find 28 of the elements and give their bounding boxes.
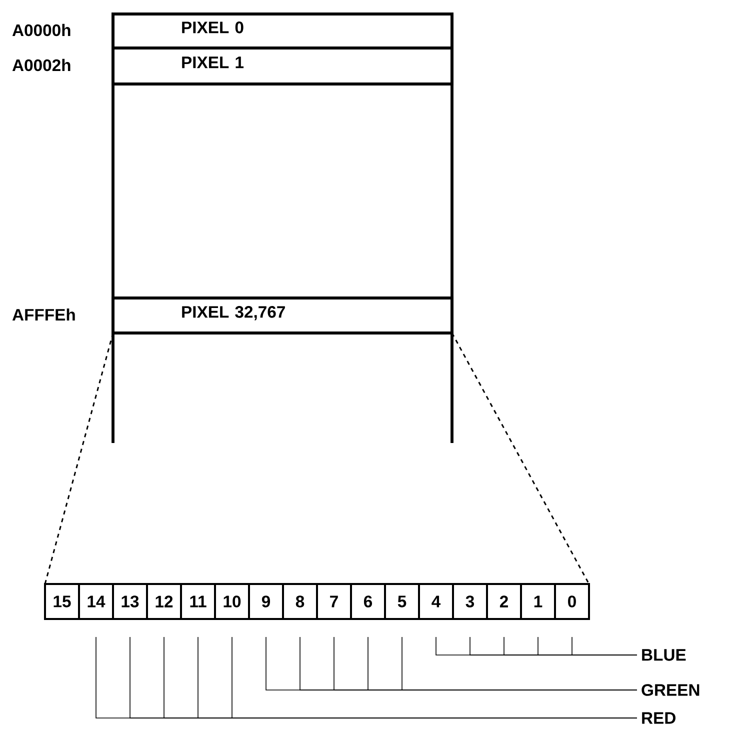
bit-cell: 14 [78,583,114,620]
memory-row: PIXEL 1 [112,46,454,86]
field-label: BLUE [642,649,686,661]
address-label: A0002h [12,58,70,72]
bit-cell: 9 [248,583,284,620]
field-label: GREEN [642,684,700,696]
address-label: A0000h [12,24,70,36]
zoom-line [451,332,590,584]
memory-row: PIXEL 0 [112,12,454,50]
address-label: AFFFEh [12,308,75,321]
bit-cell: 10 [214,583,250,620]
bit-cell: 1 [520,583,556,620]
bit-cell: 8 [282,583,318,620]
bit-cell: 7 [316,583,352,620]
bit-cell: 4 [418,583,454,620]
bit-cell: 0 [554,583,590,620]
bit-cell: 2 [486,583,522,620]
bit-cell: 5 [384,583,420,620]
bit-cell: 6 [350,583,386,620]
bit-cell: 12 [146,583,182,620]
bit-cell: 11 [180,583,216,620]
bit-cell: 15 [44,583,80,620]
bit-cell: 3 [452,583,488,620]
field-label: RED [642,712,676,724]
bit-cell: 13 [112,583,148,620]
memory-row: PIXEL 32,767 [112,296,454,334]
zoom-line [44,332,114,584]
bit-line [572,636,638,656]
